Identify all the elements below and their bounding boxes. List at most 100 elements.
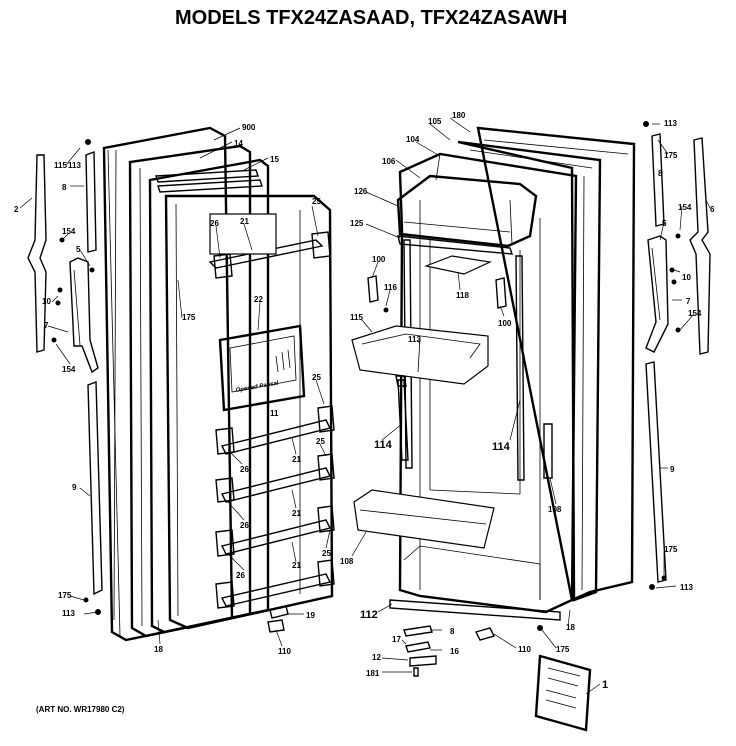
- label-7-right: 7: [686, 297, 691, 306]
- label-154-left-a: 154: [62, 227, 76, 236]
- label-115-left: 115: [54, 161, 67, 170]
- right-handle: [645, 235, 669, 353]
- label-17: 17: [392, 635, 401, 644]
- label-115-bin: 115: [350, 313, 363, 322]
- left-trim-strip-upper: [85, 150, 97, 253]
- part-labels: 900 14 15 25 26 21 22 175 25 11 25 26 21…: [14, 111, 715, 691]
- right-trim-strip-upper: [651, 133, 665, 227]
- label-6: 6: [710, 205, 715, 214]
- art-number: (ART NO. WR17980 C2): [36, 705, 125, 714]
- label-113-left-b: 113: [62, 609, 75, 618]
- label-8-bottom: 8: [450, 627, 455, 636]
- right-trim-strip-lower: [645, 361, 667, 583]
- label-25-b: 25: [312, 373, 321, 382]
- label-108-basket: 108: [340, 557, 354, 566]
- label-118: 118: [456, 291, 469, 300]
- label-110-bottom: 110: [518, 645, 531, 654]
- leader-lines: [19, 117, 711, 695]
- label-175-right-b: 175: [664, 545, 678, 554]
- label-9-left: 9: [72, 483, 77, 492]
- label-154-right-b: 154: [688, 309, 702, 318]
- door-shelf-2: [215, 405, 335, 455]
- label-106: 106: [382, 157, 396, 166]
- label-175-bottom: 175: [556, 645, 570, 654]
- door-liner: [148, 158, 334, 634]
- wiring-label-card: [534, 654, 592, 732]
- door-bottom-parts: [267, 605, 289, 633]
- label-175-left: 175: [58, 591, 72, 600]
- label-16: 16: [450, 647, 459, 656]
- door-shelf-3: [215, 453, 335, 503]
- label-26-c: 26: [240, 521, 249, 530]
- cabinet-floor: [389, 545, 561, 621]
- dispenser-text: Opened Pansal: [235, 380, 279, 393]
- bin-assembly: [351, 325, 489, 387]
- label-5-right: 5: [662, 219, 667, 228]
- cabinet-outer: [476, 126, 636, 602]
- hinge-parts: [403, 625, 543, 677]
- label-26-top: 26: [210, 219, 219, 228]
- label-22: 22: [254, 295, 263, 304]
- label-113-left: 113: [68, 161, 81, 170]
- label-8-right: 8: [658, 169, 663, 178]
- left-trim-strip-lower: [87, 381, 103, 596]
- label-25-d: 25: [322, 549, 331, 558]
- label-9-right: 9: [670, 465, 675, 474]
- label-100-left: 100: [372, 255, 386, 264]
- left-trim-strip: [27, 154, 47, 353]
- left-fasteners: [51, 139, 101, 615]
- label-12: 12: [372, 653, 381, 662]
- label-113-right-b: 113: [680, 583, 693, 592]
- label-112: 112: [360, 609, 378, 621]
- shelf-ladder-right: [515, 255, 553, 481]
- dispenser-panel: Opened Pansal: [218, 324, 306, 412]
- door-shelf-4: [215, 505, 335, 557]
- shelf-ladder-left: [397, 239, 413, 469]
- label-100-right: 100: [498, 319, 512, 328]
- label-900: 900: [242, 123, 256, 132]
- label-114-left: 114: [374, 439, 393, 451]
- door-shelf-top: [208, 213, 331, 279]
- label-175-right: 175: [664, 151, 678, 160]
- label-113-bin: 113: [408, 335, 421, 344]
- label-175-door: 175: [182, 313, 196, 322]
- label-2: 2: [14, 205, 19, 214]
- page-title: MODELS TFX24ZASAAD, TFX24ZASAWH: [175, 7, 567, 29]
- ice-tray-shelf: [423, 255, 493, 275]
- label-105: 105: [428, 117, 442, 126]
- label-116: 116: [384, 283, 397, 292]
- label-126: 126: [354, 187, 368, 196]
- label-14: 14: [234, 139, 243, 148]
- label-21-top: 21: [240, 217, 249, 226]
- right-fasteners: [643, 121, 681, 590]
- cabinet-frame: [457, 140, 602, 602]
- breaker-strip: [155, 169, 263, 193]
- label-15: 15: [270, 155, 279, 164]
- cabinet-liner: [398, 152, 578, 614]
- label-10-right: 10: [682, 273, 691, 282]
- label-5-left: 5: [76, 245, 81, 254]
- label-104: 104: [406, 135, 420, 144]
- bottom-basket: [353, 489, 495, 549]
- left-handle: [69, 257, 99, 374]
- label-8-left: 8: [62, 183, 67, 192]
- label-18: 18: [154, 645, 163, 654]
- label-25-c: 25: [316, 437, 325, 446]
- top-housing: [396, 174, 538, 255]
- label-25-top: 25: [312, 197, 321, 206]
- label-125: 125: [350, 219, 364, 228]
- label-181: 181: [366, 669, 380, 678]
- label-154-right-a: 154: [678, 203, 692, 212]
- label-18-bottom: 18: [566, 623, 575, 632]
- label-21-d: 21: [292, 561, 301, 570]
- label-10-left: 10: [42, 297, 51, 306]
- label-110-door: 110: [278, 647, 291, 656]
- label-26-b: 26: [240, 465, 249, 474]
- label-108-right: 108: [548, 505, 562, 514]
- label-21-b: 21: [292, 455, 301, 464]
- small-brackets: [367, 275, 507, 313]
- label-1: 1: [602, 679, 608, 691]
- right-trim-strip: [689, 137, 711, 355]
- label-19: 19: [306, 611, 315, 620]
